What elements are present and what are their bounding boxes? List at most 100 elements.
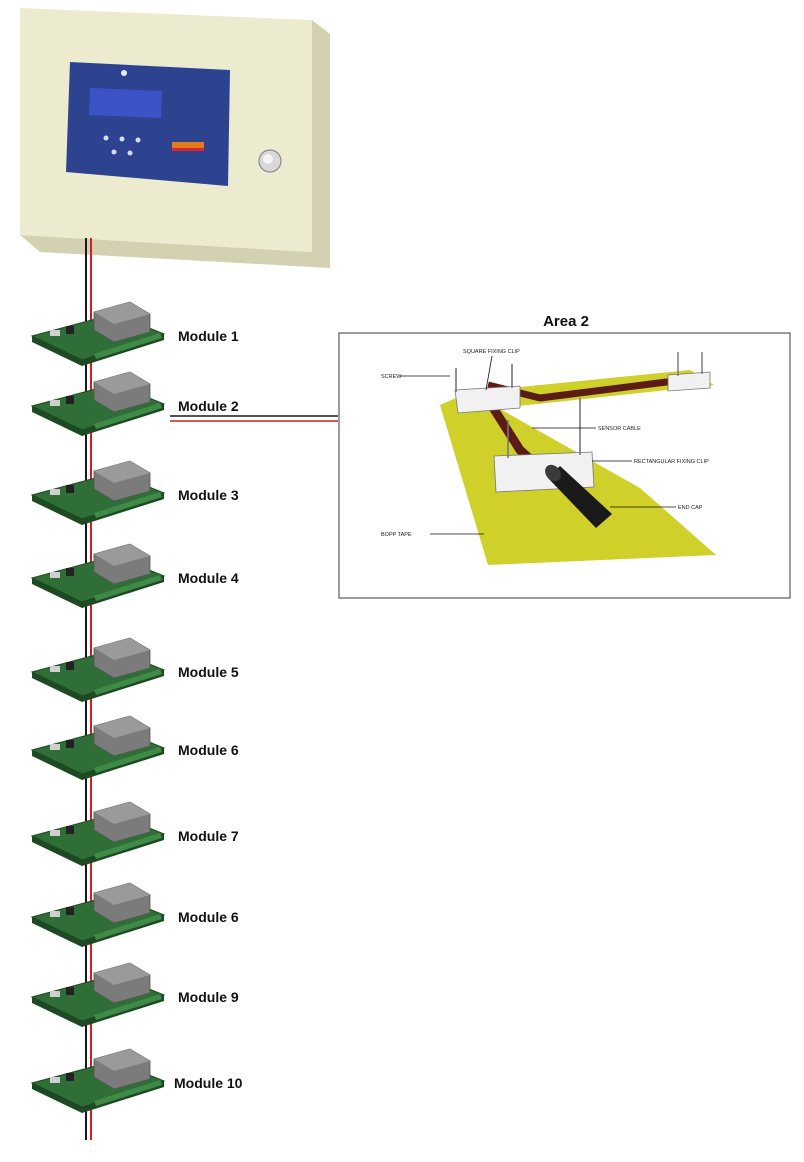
module-9: Module 9 xyxy=(30,962,239,1027)
component xyxy=(50,991,60,997)
module-label: Module 1 xyxy=(178,328,239,344)
terminal-strip xyxy=(94,669,162,695)
pcb-edge xyxy=(32,578,82,608)
module-label: Module 5 xyxy=(178,664,239,680)
module-stack: Module 1 Module 2 Module 3 Module 4 Module 5… xyxy=(30,301,243,1113)
pcb-edge xyxy=(32,336,82,366)
relay-top xyxy=(94,372,150,394)
component xyxy=(50,400,60,406)
callout-rect-clip: RECTANGULAR FIXING CLIP xyxy=(634,459,709,465)
terminal-strip xyxy=(94,914,162,940)
callout-end-cap: END CAP xyxy=(678,505,703,511)
module-label: Module 3 xyxy=(178,487,239,503)
terminal-strip xyxy=(94,403,162,429)
module-label: Module 10 xyxy=(174,1075,243,1091)
component xyxy=(66,1073,74,1081)
display-bezel-plate xyxy=(66,62,230,186)
component xyxy=(66,740,74,748)
component xyxy=(50,830,60,836)
module-label: Module 6 xyxy=(178,909,239,925)
relay-top xyxy=(94,638,150,660)
component xyxy=(66,826,74,834)
module-10: Module 10 xyxy=(30,1048,243,1113)
module-label: Module 2 xyxy=(178,398,239,414)
terminal-strip xyxy=(94,575,162,601)
component xyxy=(66,396,74,404)
lcd-screen xyxy=(89,88,162,118)
key-3 xyxy=(135,137,141,143)
module-label: Module 4 xyxy=(178,570,239,586)
module-4: Module 4 xyxy=(30,543,239,608)
pcb-edge xyxy=(32,917,82,947)
module-7: Module 7 xyxy=(30,801,239,866)
relay-top xyxy=(94,461,150,483)
display-bezel xyxy=(66,62,230,186)
terminal-strip xyxy=(94,747,162,773)
component xyxy=(50,666,60,672)
component xyxy=(66,907,74,915)
module-label: Module 7 xyxy=(178,828,239,844)
callout-screw: SCREW xyxy=(381,374,402,380)
pcb-edge xyxy=(32,836,82,866)
leader-square-clip xyxy=(485,355,493,391)
terminal-strip xyxy=(94,492,162,518)
indicator-lamp-icon xyxy=(258,149,282,173)
brand-logo-stripe-2 xyxy=(172,148,204,151)
module-1: Module 1 xyxy=(30,301,239,366)
relay-top xyxy=(94,302,150,324)
relay-top xyxy=(94,1049,150,1071)
component xyxy=(50,489,60,495)
component xyxy=(50,572,60,578)
key-5 xyxy=(127,150,133,156)
module-3: Module 3 xyxy=(30,460,239,525)
callout-leaders xyxy=(400,355,676,535)
area-inset: Area 2 S xyxy=(338,313,791,599)
callout-bopp-tape: BOPP TAPE xyxy=(381,532,412,538)
logo-mark-icon xyxy=(121,70,127,76)
brand-logo-stripe xyxy=(172,142,204,148)
key-4 xyxy=(111,149,117,155)
component xyxy=(50,911,60,917)
relay-top xyxy=(94,883,150,905)
relay-top xyxy=(94,716,150,738)
pcb-edge xyxy=(32,1083,82,1113)
terminal-strip xyxy=(94,333,162,359)
pcb-edge xyxy=(32,672,82,702)
component xyxy=(66,326,74,334)
key-2 xyxy=(119,136,125,142)
component xyxy=(66,987,74,995)
relay-top xyxy=(94,802,150,824)
module-6: Module 6 xyxy=(30,715,239,780)
end-cap xyxy=(545,464,612,528)
square-fixing-clip xyxy=(454,385,521,414)
panel-side-face xyxy=(312,20,330,268)
component xyxy=(66,568,74,576)
relay-top xyxy=(94,544,150,566)
panel-bottom-face xyxy=(20,235,330,268)
module-8: Module 6 xyxy=(30,882,239,947)
callout-square-clip: SQUARE FIXING CLIP xyxy=(463,349,520,355)
relay-top xyxy=(94,963,150,985)
module-label: Module 9 xyxy=(178,989,239,1005)
terminal-strip xyxy=(94,994,162,1020)
pcb-edge xyxy=(32,495,82,525)
callout-sensor-cable: SENSOR CABLE xyxy=(598,426,641,432)
pcb-edge xyxy=(32,997,82,1027)
terminal-strip xyxy=(94,833,162,859)
component xyxy=(66,485,74,493)
end-fixing-clip xyxy=(667,371,711,392)
component xyxy=(50,330,60,336)
component xyxy=(66,662,74,670)
key-1 xyxy=(103,135,109,141)
module-label: Module 6 xyxy=(178,742,239,758)
module-2: Module 2 xyxy=(30,371,239,436)
control-panel xyxy=(20,8,330,268)
component xyxy=(50,744,60,750)
module-5: Module 5 xyxy=(30,637,239,702)
pcb-edge xyxy=(32,750,82,780)
area-title: Area 2 xyxy=(543,313,589,330)
component xyxy=(50,1077,60,1083)
terminal-strip xyxy=(94,1080,162,1106)
pcb-edge xyxy=(32,406,82,436)
